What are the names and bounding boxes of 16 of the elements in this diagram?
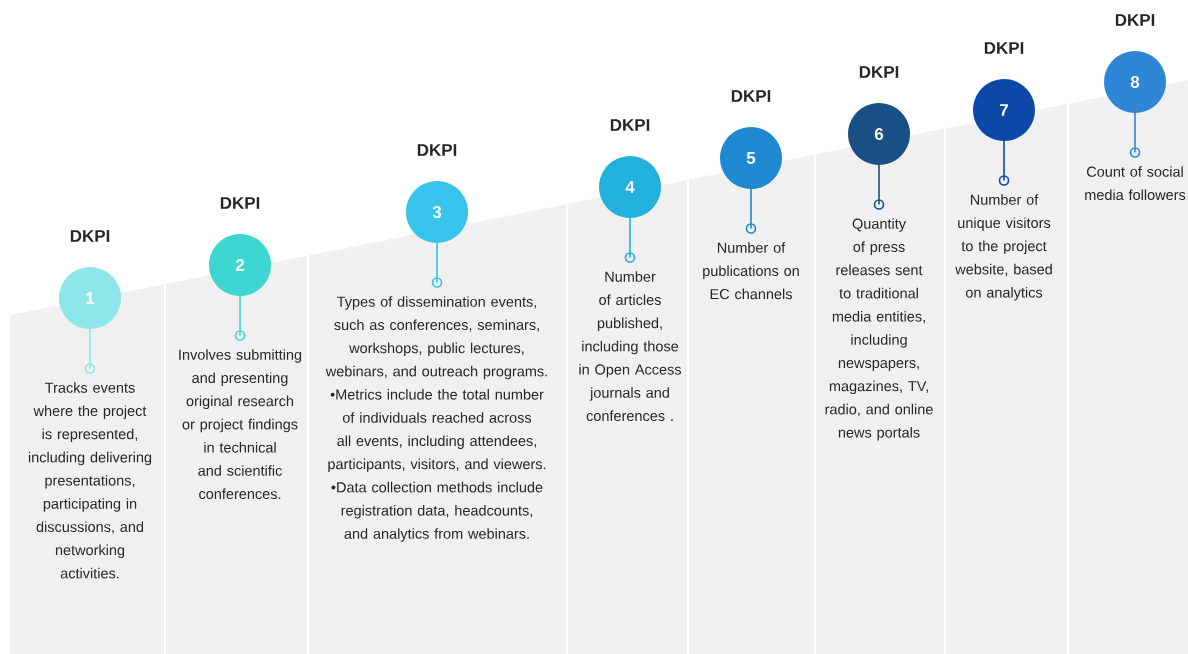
description-text: Types of dissemination events, such as conferences, seminars, workshops, public lectures, webinars, and outreach programs. •Metrics include the total number of individuals reached across all events, including attendees, participants, visitors, and viewers. •Data collection methods include registration data, headcounts, and analytics from webinars. xyxy=(325,296,547,542)
heading: DKPI xyxy=(417,144,457,156)
description-text: Quantity of press releases sent to traditional media entities, including newspapers, magazines, TV, radio, and online news portals xyxy=(825,218,933,441)
heading: DKPI xyxy=(859,66,899,78)
heading: DKPI xyxy=(984,42,1024,54)
heading: DKPI xyxy=(220,197,260,209)
description-text: Count of social media followers xyxy=(1085,166,1186,201)
heading: DKPI xyxy=(731,90,771,102)
description-text: Involves submitting and presenting original research or project findings in technical and scientific conferences. xyxy=(179,349,302,500)
description-text: Number of publications on EC channels xyxy=(703,242,799,300)
heading: DKPI xyxy=(70,230,110,242)
heading: DKPI xyxy=(1115,14,1155,26)
description-text: Number of unique visitors to the project website, based on analytics xyxy=(955,194,1052,301)
description-text: Tracks events where the project is represented, including delivering presentations, participating in discussions, and networking activities. xyxy=(28,382,152,579)
description-text: Number of articles published, including those in Open Access journals and conferences . xyxy=(579,271,682,422)
heading: DKPI xyxy=(610,119,650,131)
